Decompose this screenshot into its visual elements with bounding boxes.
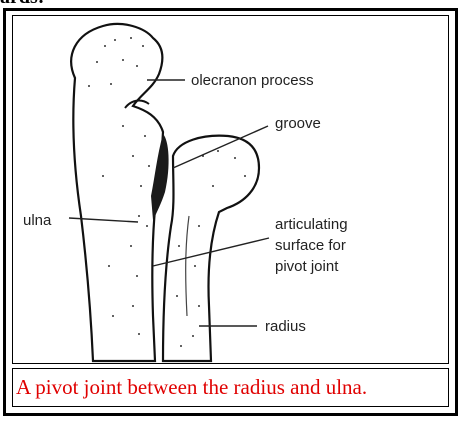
label-articulating-3: pivot joint bbox=[275, 258, 339, 275]
figure-cell: olecranon process groove ulna articulati… bbox=[12, 15, 449, 364]
label-articulating-2: surface for bbox=[275, 237, 346, 254]
caption-cell: A pivot joint between the radius and uln… bbox=[12, 368, 449, 407]
ulna-bone bbox=[71, 24, 163, 361]
figure-table: olecranon process groove ulna articulati… bbox=[3, 8, 458, 416]
label-olecranon-process: olecranon process bbox=[191, 72, 314, 89]
radius-head bbox=[163, 136, 259, 361]
label-articulating-1: articulating bbox=[275, 216, 348, 233]
pivot-joint-diagram: olecranon process groove ulna articulati… bbox=[13, 16, 449, 364]
figure-caption: A pivot joint between the radius and uln… bbox=[16, 375, 367, 400]
label-radius: radius bbox=[265, 318, 306, 335]
label-groove: groove bbox=[275, 115, 321, 132]
label-ulna: ulna bbox=[23, 212, 52, 229]
